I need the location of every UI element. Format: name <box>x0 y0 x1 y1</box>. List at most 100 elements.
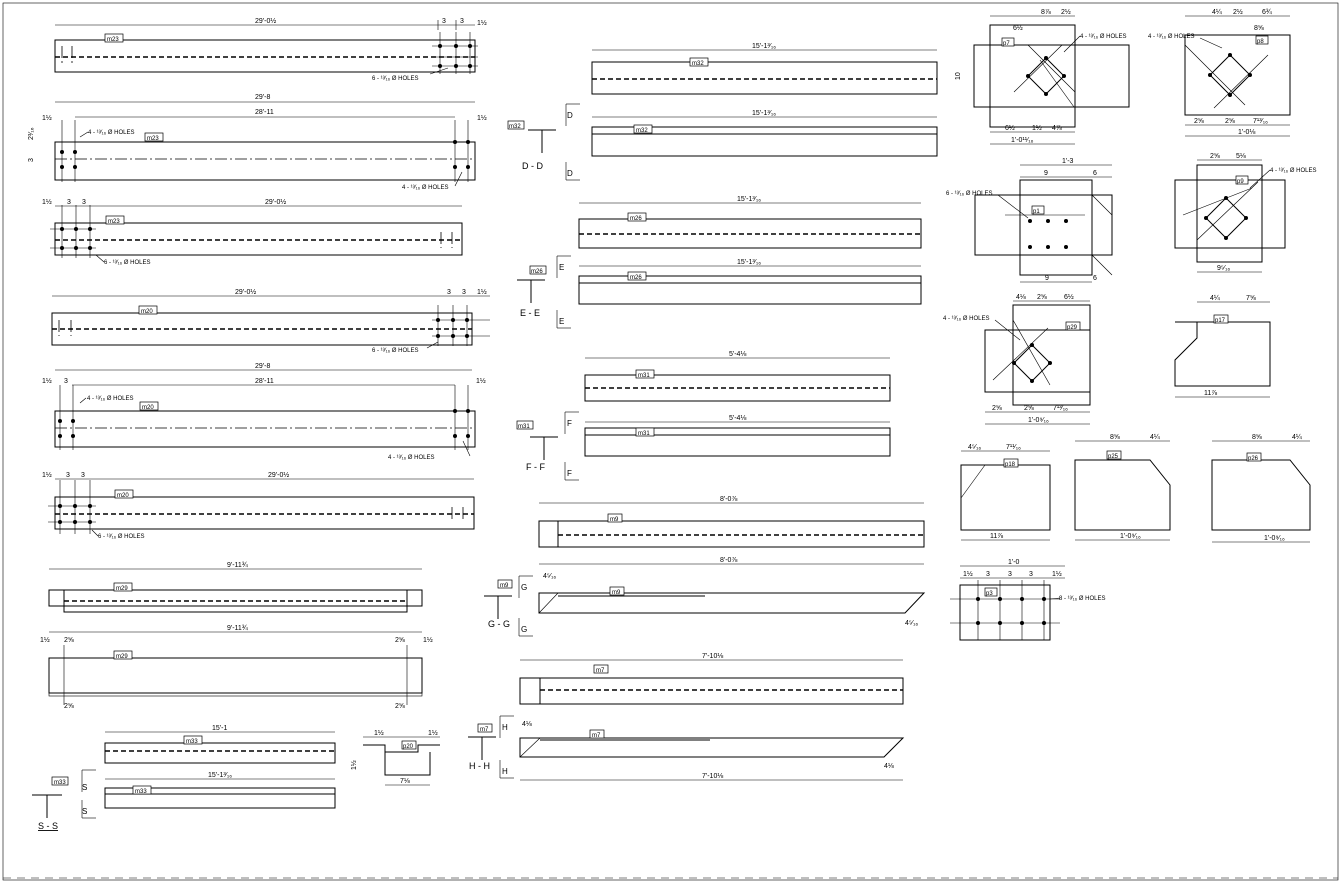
svg-text:m33: m33 <box>186 739 198 745</box>
svg-text:m23: m23 <box>147 136 159 142</box>
svg-text:2⅝: 2⅝ <box>1037 294 1047 301</box>
svg-text:7⅛: 7⅛ <box>400 778 410 785</box>
svg-text:p17: p17 <box>1215 318 1226 324</box>
svg-text:29'-0½: 29'-0½ <box>235 288 256 296</box>
svg-text:2⅝: 2⅝ <box>395 703 405 710</box>
svg-text:5'-4⅛: 5'-4⅛ <box>729 351 746 358</box>
svg-text:m9: m9 <box>612 590 621 596</box>
svg-text:4⁵⁄₁₆: 4⁵⁄₁₆ <box>543 573 556 580</box>
svg-text:6½: 6½ <box>1005 124 1015 132</box>
svg-text:2½: 2½ <box>1061 8 1071 16</box>
member-m33-a: 15'-1 m33 <box>104 725 336 764</box>
svg-text:6½: 6½ <box>1064 293 1074 301</box>
svg-text:1½: 1½ <box>963 570 973 578</box>
svg-text:1½: 1½ <box>42 198 52 206</box>
member-m20-a: 29'-0½ 3 3 1½ m20 6 - ¹³⁄₁₆ Ø HOLES <box>51 288 490 354</box>
svg-text:11⅞: 11⅞ <box>1204 390 1217 397</box>
svg-text:8'-0⅞: 8'-0⅞ <box>720 496 737 503</box>
svg-text:7'-10⅛: 7'-10⅛ <box>702 653 723 660</box>
svg-text:9: 9 <box>1045 275 1049 282</box>
svg-text:p18: p18 <box>1005 462 1016 468</box>
svg-text:m29: m29 <box>116 654 128 660</box>
svg-text:p29: p29 <box>1067 325 1078 331</box>
svg-text:F: F <box>567 419 572 428</box>
svg-text:S - S: S - S <box>38 821 58 831</box>
svg-text:1'-0⁹⁄₁₆: 1'-0⁹⁄₁₆ <box>1028 417 1049 424</box>
svg-text:4⁵⁄₁₆: 4⁵⁄₁₆ <box>968 444 981 451</box>
member-m9-b: 8'-0⅞ m9 4⁵⁄₁₆ 4⁵⁄₁₆ <box>538 557 926 627</box>
section-s-s: m33 S - S S S <box>32 769 96 831</box>
section-e-e: m26 E - E E E <box>517 255 571 329</box>
svg-text:1½: 1½ <box>1052 570 1062 578</box>
plate-p25: 8⅝ 4¼ p25 1'-0⁹⁄₁₆ <box>1074 434 1171 541</box>
svg-text:28'-11: 28'-11 <box>255 109 274 116</box>
svg-text:6 - ¹³⁄₁₆ Ø HOLES: 6 - ¹³⁄₁₆ Ø HOLES <box>104 260 150 266</box>
svg-text:m29: m29 <box>116 586 128 592</box>
svg-text:1½: 1½ <box>40 636 50 644</box>
svg-text:4 - ¹³⁄₁₆ Ø HOLES: 4 - ¹³⁄₁₆ Ø HOLES <box>1270 168 1316 174</box>
svg-text:29'-0½: 29'-0½ <box>268 471 289 479</box>
svg-text:3: 3 <box>64 378 68 385</box>
svg-text:3: 3 <box>28 158 35 162</box>
svg-text:m33: m33 <box>54 780 66 786</box>
svg-text:5⅛: 5⅛ <box>1236 153 1246 160</box>
svg-text:10: 10 <box>955 72 962 80</box>
svg-text:8'-0⅞: 8'-0⅞ <box>720 557 737 564</box>
member-m7-a: 7'-10⅛ m7 <box>519 653 904 705</box>
svg-text:3: 3 <box>447 289 451 296</box>
plate-p8: 4¼ 2½ 6¾ 8⅝ p8 4 - ¹³⁄₁₆ Ø HOLES 2⅝ 2⅝ 7… <box>1148 8 1291 137</box>
svg-text:2⅝: 2⅝ <box>992 405 1002 412</box>
svg-text:4¼: 4¼ <box>1150 434 1160 441</box>
member-m29-b: 9'-11¾ 1½ 2⅝ 2⅝ 1½ m29 2⅝ 2⅝ <box>40 625 433 710</box>
svg-text:D: D <box>567 111 573 120</box>
svg-text:5'-4⅛: 5'-4⅛ <box>729 415 746 422</box>
svg-text:4 - ¹³⁄₁₆ Ø HOLES: 4 - ¹³⁄₁₆ Ø HOLES <box>388 455 434 461</box>
svg-text:4¼: 4¼ <box>1292 434 1302 441</box>
svg-text:4⁵⁄₁₆: 4⁵⁄₁₆ <box>905 620 918 627</box>
svg-text:6¾: 6¾ <box>1262 9 1272 16</box>
piece-mark-m23-c: m23 <box>105 215 125 225</box>
svg-text:E - E: E - E <box>520 308 540 318</box>
svg-text:6½: 6½ <box>1013 24 1023 32</box>
svg-text:7'-10⅛: 7'-10⅛ <box>702 773 723 780</box>
svg-text:29'-0½: 29'-0½ <box>255 17 276 25</box>
member-m23-a: 29'-0½ 3 3 1½ m23 6 - ¹³⁄₁₆ Ø HOLES <box>54 17 487 82</box>
svg-text:4 - ¹³⁄₁₆ Ø HOLES: 4 - ¹³⁄₁₆ Ø HOLES <box>88 130 134 136</box>
member-m7-b: m7 4⅛ 4⅛ 7'-10⅛ <box>519 721 905 781</box>
svg-text:2½: 2½ <box>1233 8 1243 16</box>
member-m33-b: 15'-1³⁄₁₆ m33 <box>104 772 336 809</box>
section-h-h: m7 H - H H H <box>468 715 514 779</box>
svg-text:9'-11¾: 9'-11¾ <box>227 562 248 569</box>
svg-text:p20: p20 <box>403 744 414 750</box>
svg-text:D: D <box>567 169 573 178</box>
plate-p26: 8⅝ 4¼ p26 1'-0⁹⁄₁₆ <box>1211 434 1311 543</box>
member-m23-c: 29'-0½ 1½ 3 3 m23 6 - ¹³⁄₁₆ Ø HOLES <box>42 198 463 266</box>
svg-text:p1: p1 <box>1033 209 1040 215</box>
member-m23-b: 29'-8 28'-11 1½ 1½ m23 4 - ¹³⁄₁₆ Ø HOLES… <box>28 94 487 191</box>
svg-text:8⅝: 8⅝ <box>1252 434 1262 441</box>
svg-text:1½: 1½ <box>42 471 52 479</box>
svg-text:m23: m23 <box>108 219 120 225</box>
svg-text:2³⁄₁₆: 2³⁄₁₆ <box>28 127 35 140</box>
svg-text:6: 6 <box>1093 275 1097 282</box>
svg-text:4⅛: 4⅛ <box>884 763 894 770</box>
piece-mark-m23: m23 <box>104 33 124 43</box>
svg-text:7⅝: 7⅝ <box>1246 295 1256 302</box>
svg-text:6 - ¹³⁄₁₆ Ø HOLES: 6 - ¹³⁄₁₆ Ø HOLES <box>98 534 144 540</box>
member-m29-a: 9'-11¾ m29 <box>48 562 423 613</box>
svg-text:1'-0: 1'-0 <box>1008 559 1020 566</box>
plate-p7: 8⅞ 2½ 6½ p7 4 - ¹³⁄₁₆ Ø HOLES 10 6½ 1½ 4… <box>955 8 1130 145</box>
svg-text:m26: m26 <box>630 275 642 281</box>
svg-text:8⅝: 8⅝ <box>1254 25 1264 32</box>
svg-text:3: 3 <box>462 289 466 296</box>
svg-text:2⅝: 2⅝ <box>1210 153 1220 160</box>
svg-text:8⅝: 8⅝ <box>1110 434 1120 441</box>
svg-text:m26: m26 <box>531 269 543 275</box>
svg-text:m31: m31 <box>518 424 530 430</box>
svg-text:1'-0⁹⁄₁₆: 1'-0⁹⁄₁₆ <box>1120 533 1141 540</box>
plate-p9: 2⅝ 5⅛ p9 4 - ¹³⁄₁₆ Ø HOLES 9⁵⁄₁₆ <box>1174 153 1316 273</box>
svg-text:D - D: D - D <box>522 161 543 171</box>
piece-mark-m29: m29 <box>113 582 133 592</box>
svg-text:2⅝: 2⅝ <box>1024 405 1034 412</box>
